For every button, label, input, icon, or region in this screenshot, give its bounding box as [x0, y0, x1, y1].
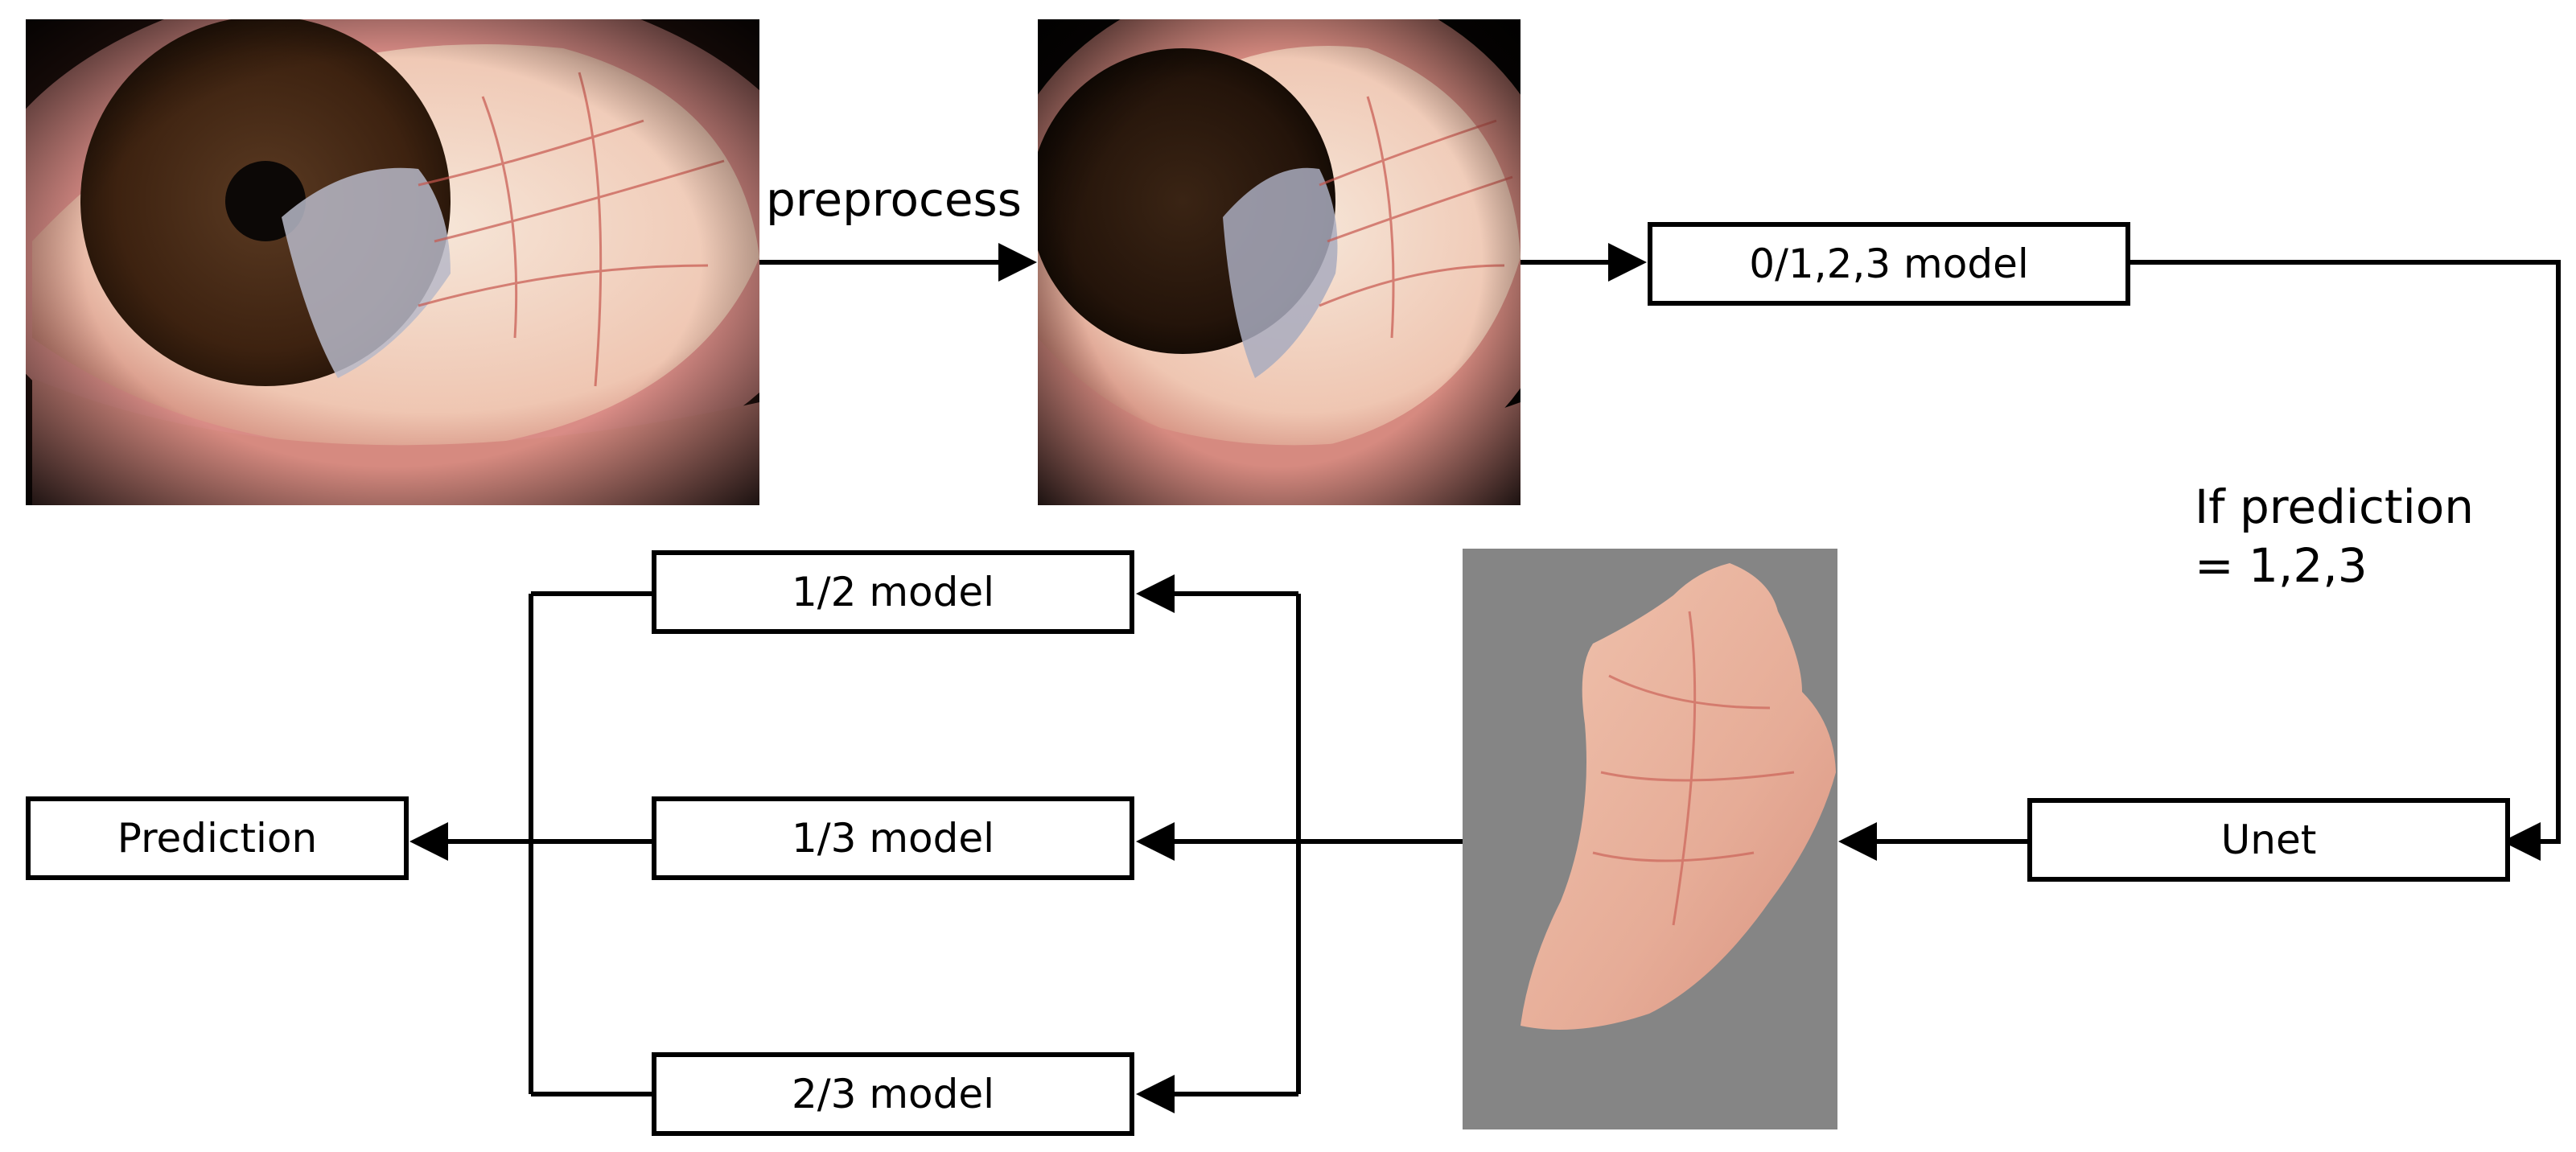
model-0-123-box: 0/1,2,3 model: [1648, 222, 2130, 306]
prediction-box: Prediction: [26, 796, 409, 880]
unet-box: Unet: [2027, 798, 2510, 882]
arrow-to-unet: [2130, 260, 2561, 861]
segmented-image: [1463, 549, 1837, 1129]
connectors: [409, 243, 2561, 1113]
input-eye-image: [26, 19, 759, 505]
model-2-3-box: 2/3 model: [652, 1052, 1134, 1136]
model-1-3-box: 1/3 model: [652, 796, 1134, 880]
model-1-2-box: 1/2 model: [652, 550, 1134, 634]
condition-line-2: = 1,2,3: [2195, 537, 2368, 593]
condition-label: If prediction = 1,2,3: [2195, 478, 2474, 595]
preprocess-label: preprocess: [766, 172, 1022, 227]
preprocessed-eye-image: [1038, 19, 1520, 505]
condition-line-1: If prediction: [2195, 479, 2474, 534]
